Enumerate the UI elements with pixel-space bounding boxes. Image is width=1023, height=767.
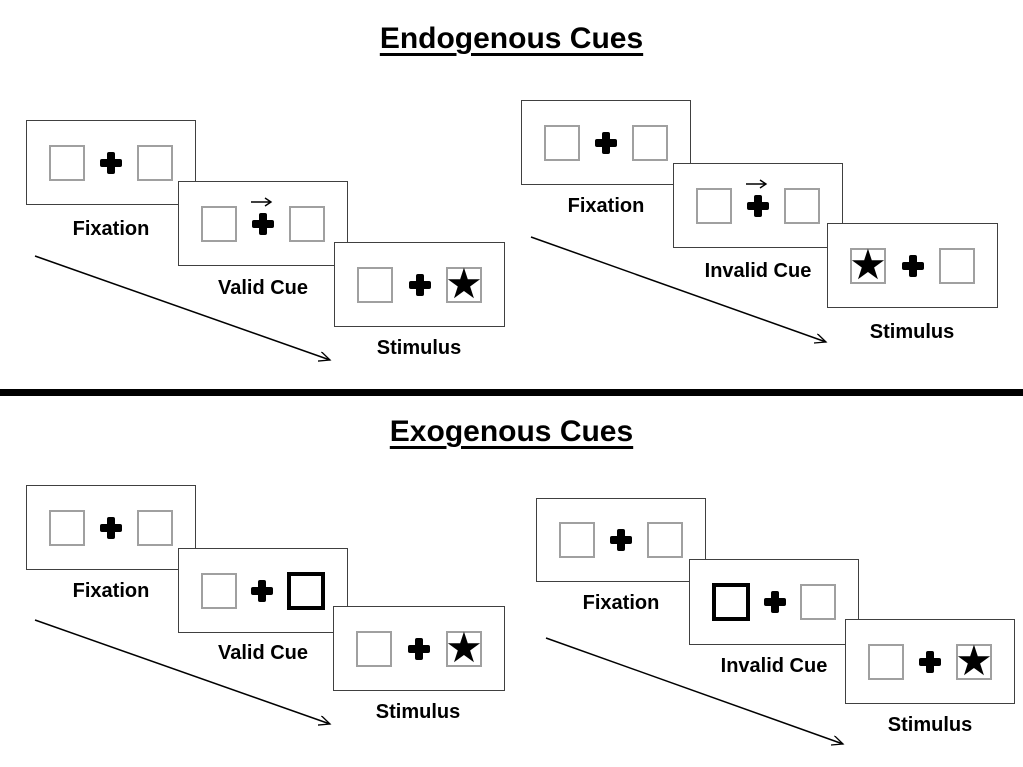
plus-icon: [610, 529, 632, 551]
fixation-panel: [26, 485, 196, 570]
center-area: [610, 529, 632, 551]
plus-icon: [901, 254, 924, 277]
panel-label: Stimulus: [869, 321, 955, 343]
star-target-box: ★: [445, 623, 483, 671]
panel-label: Stimulus: [376, 337, 462, 359]
center-area: [408, 273, 431, 296]
timeline-arrow-exogenous-valid: [34, 619, 330, 724]
center-area: [100, 151, 122, 174]
center-area: [251, 579, 273, 602]
section-title-endogenous: Endogenous Cues: [379, 22, 644, 55]
panel-label: Invalid Cue: [720, 655, 828, 677]
valid-cue-panel: [178, 181, 348, 266]
timeline-arrow-endogenous-valid: [34, 255, 330, 360]
center-area: [408, 637, 430, 660]
star-target-box: ★: [445, 259, 483, 307]
plus-icon: [100, 516, 122, 539]
left-placeholder-box: [559, 522, 595, 558]
right-arrow-icon: [251, 196, 273, 207]
plus-icon: [747, 194, 769, 217]
panel-label: Valid Cue: [217, 642, 309, 664]
valid-cue-panel: [178, 548, 348, 633]
star-target-box: ★: [849, 240, 887, 288]
panel-label: Fixation: [72, 580, 150, 602]
invalid-cue-panel: [689, 559, 859, 645]
cue-highlight-box: [712, 583, 750, 621]
stimulus-panel: ★: [827, 223, 998, 308]
left-placeholder-box: [696, 187, 732, 224]
center-area: [746, 178, 769, 217]
panel-label: Fixation: [72, 218, 150, 240]
plus-icon: [251, 579, 273, 602]
star-icon: ★: [445, 623, 483, 671]
star-icon: ★: [955, 636, 993, 684]
left-placeholder-box: [868, 643, 904, 680]
plus-icon: [100, 151, 122, 174]
panel-label: Fixation: [582, 592, 660, 614]
center-area: [919, 650, 941, 673]
section-divider: [0, 389, 1023, 396]
left-placeholder-box: [49, 144, 85, 181]
right-placeholder-box: [800, 584, 836, 620]
center-area: [595, 131, 617, 154]
plus-icon: [408, 273, 431, 296]
timeline-arrow-exogenous-invalid: [545, 637, 843, 744]
panel-label: Stimulus: [887, 714, 973, 736]
left-placeholder-box: [201, 205, 237, 242]
fixation-panel: [521, 100, 691, 185]
invalid-cue-panel: [673, 163, 843, 248]
star-target-box: ★: [955, 636, 993, 684]
timeline-arrow-endogenous-invalid: [530, 236, 826, 342]
star-icon: ★: [849, 240, 887, 288]
plus-icon: [252, 212, 274, 235]
fixation-panel: [536, 498, 706, 582]
left-placeholder-box: [49, 509, 85, 546]
right-placeholder-box: [632, 124, 668, 161]
center-area: [100, 516, 122, 539]
panel-label: Fixation: [567, 195, 645, 217]
plus-icon: [595, 131, 617, 154]
panel-label: Valid Cue: [217, 277, 309, 299]
stimulus-panel: ★: [334, 242, 505, 327]
panel-label: Stimulus: [375, 701, 461, 723]
plus-icon: [408, 637, 430, 660]
right-arrow-icon: [746, 178, 768, 189]
cue-highlight-box: [287, 571, 325, 610]
right-placeholder-box: [647, 522, 683, 558]
star-icon: ★: [445, 259, 483, 307]
stimulus-panel: ★: [333, 606, 505, 691]
right-placeholder-box: [939, 247, 975, 284]
left-placeholder-box: [356, 630, 392, 667]
left-placeholder-box: [357, 266, 393, 303]
center-area: [764, 591, 786, 613]
right-placeholder-box: [289, 205, 325, 242]
center-area: [901, 254, 924, 277]
right-placeholder-box: [137, 144, 173, 181]
right-placeholder-box: [137, 509, 173, 546]
left-placeholder-box: [544, 124, 580, 161]
right-placeholder-box: [784, 187, 820, 224]
section-title-exogenous: Exogenous Cues: [389, 415, 634, 448]
fixation-panel: [26, 120, 196, 205]
center-area: [251, 196, 274, 235]
plus-icon: [764, 591, 786, 613]
plus-icon: [919, 650, 941, 673]
stimulus-panel: ★: [845, 619, 1015, 704]
panel-label: Invalid Cue: [704, 260, 812, 282]
left-placeholder-box: [201, 572, 237, 609]
